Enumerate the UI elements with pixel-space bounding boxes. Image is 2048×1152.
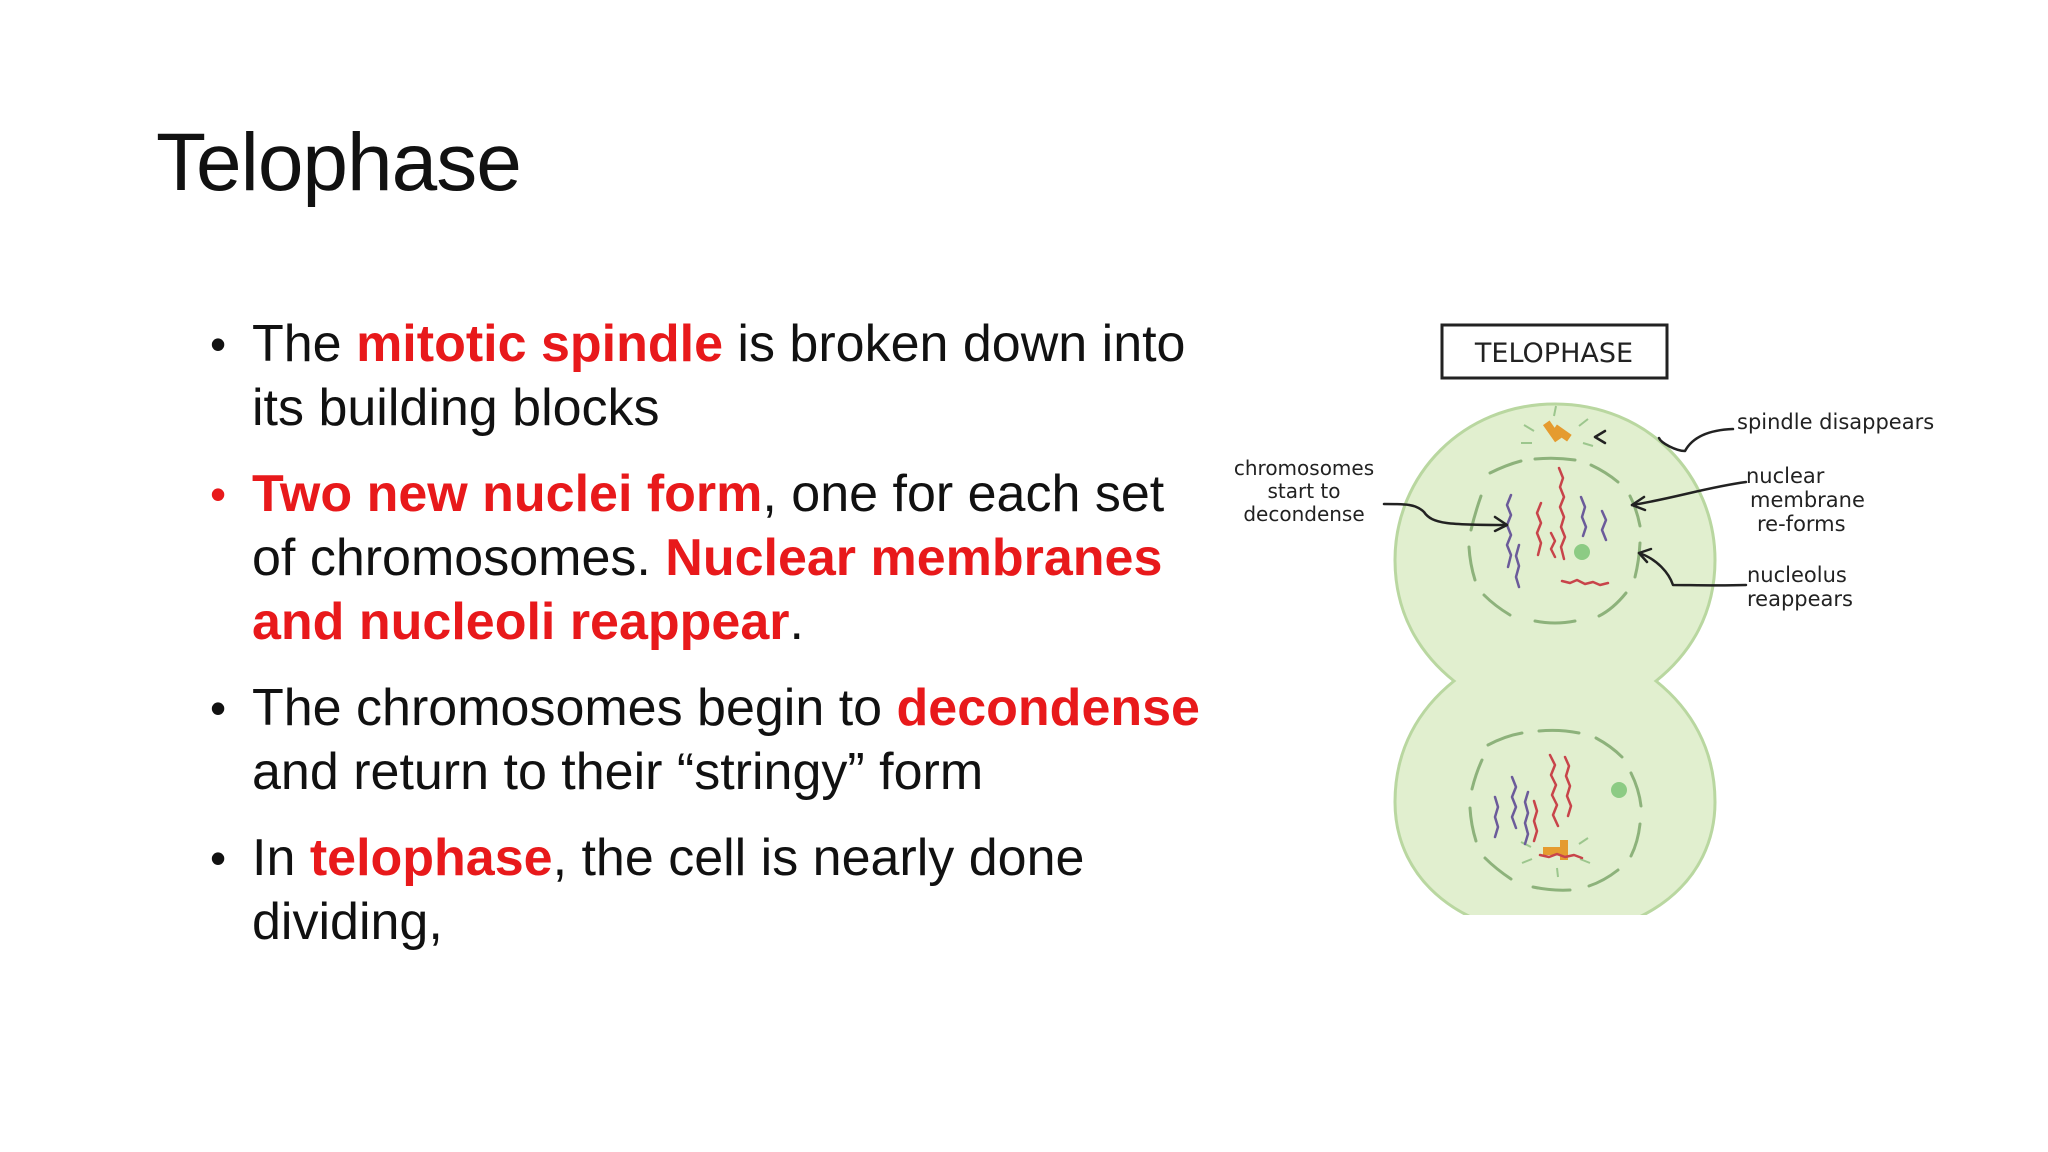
chromosomes-bottom [1493, 753, 1584, 860]
bullet-item: • The mitotic spindle is broken down int… [210, 312, 1215, 440]
bullet-line: In telophase, the cell is nearly done [252, 826, 1215, 890]
bullet-emphasis: decondense [896, 679, 1200, 737]
nucleolus-bottom [1611, 782, 1627, 798]
nuclear-membrane-bottom [1468, 728, 1643, 892]
bullet-text: of chromosomes. [252, 529, 666, 587]
bullet-emphasis: telophase [309, 829, 553, 887]
bullet-line: The chromosomes begin to decondense [252, 676, 1215, 740]
bullet-text: The chromosomes begin to [252, 679, 897, 737]
bullet-emphasis: mitotic spindle [356, 315, 723, 373]
chromosomes-top [1505, 466, 1610, 589]
annotation-arrows [1382, 427, 1748, 587]
bullet-marker: • [210, 682, 227, 734]
bullet-line: and nucleoli reappear. [252, 590, 1215, 654]
telophase-box [1440, 323, 1669, 380]
label-chromosomes: chromosomes [1234, 456, 1374, 480]
centrosome-top [1521, 405, 1594, 447]
bullet-line: The mitotic spindle is broken down into [252, 312, 1215, 376]
bullet-line: its building blocks [252, 376, 1215, 440]
bullet-item: • In telophase, the cell is nearly done … [210, 826, 1215, 954]
label-spindle-disappears: spindle disappears [1737, 410, 1934, 434]
bullet-text: its building blocks [252, 379, 660, 437]
nucleolus-top [1574, 544, 1590, 560]
bullet-marker: • [210, 318, 227, 370]
label-decondense: decondense [1243, 502, 1364, 526]
bullet-text: . [789, 593, 804, 651]
bullet-item: • Two new nuclei form, one for each set … [210, 462, 1215, 654]
slide-title: Telophase [156, 117, 522, 208]
bullet-line: and return to their “stringy” form [252, 740, 1215, 804]
annotation-labels: spindle disappears nuclear membrane re-f… [1234, 410, 1934, 611]
bullet-text: dividing, [252, 893, 443, 951]
bullet-list: • The mitotic spindle is broken down int… [210, 312, 1215, 976]
bullet-line: dividing, [252, 890, 1215, 954]
telophase-box-label: TELOPHASE [1474, 338, 1633, 369]
bullet-text: , one for each set [762, 465, 1165, 523]
bullet-emphasis: and nucleoli reappear [252, 593, 790, 651]
dividing-cell [1393, 402, 1717, 915]
bullet-text: In [252, 829, 310, 887]
nuclear-membrane-top [1467, 456, 1642, 625]
label-membrane: membrane [1750, 488, 1865, 512]
bullet-emphasis: Nuclear membranes [665, 529, 1163, 587]
label-nucleolus: nucleolus [1747, 563, 1847, 587]
label-re-forms: re-forms [1757, 512, 1846, 536]
bullet-emphasis: Two new nuclei form [252, 465, 763, 523]
bullet-text: The [252, 315, 357, 373]
bullet-marker: • [210, 832, 227, 884]
bullet-line: Two new nuclei form, one for each set [252, 462, 1215, 526]
label-nuclear: nuclear [1746, 464, 1825, 488]
label-reappears: reappears [1747, 587, 1853, 611]
bullet-item: • The chromosomes begin to decondense an… [210, 676, 1215, 804]
bullet-text: is broken down into [722, 315, 1186, 373]
bullet-text: , the cell is nearly done [552, 829, 1085, 887]
label-start-to: start to [1267, 479, 1340, 503]
bullet-text: and return to their “stringy” form [252, 743, 984, 801]
bullet-line: of chromosomes. Nuclear membranes [252, 526, 1215, 590]
bullet-marker: • [210, 468, 227, 520]
telophase-diagram: TELOPHASE [1210, 315, 2010, 915]
